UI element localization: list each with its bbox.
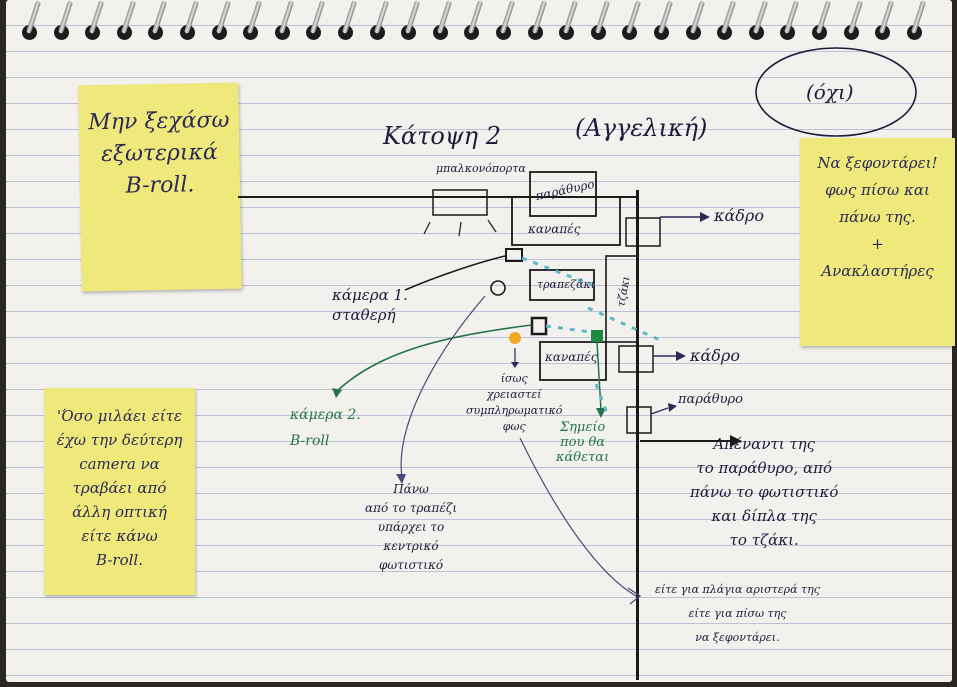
plan-subtitle: (Αγγελική) [575, 114, 708, 142]
camera-2-label: κάμερα 2. B-roll [290, 407, 361, 449]
sticky-note-text: 'Όσο μιλάει είτε έχω την δεύτερη camera … [56, 407, 183, 569]
camera-1-label: κάμερα 1. σταθερή [332, 286, 408, 324]
camera-2-icon [530, 316, 548, 336]
balcony-door-box [432, 189, 488, 216]
frame-bottom-box [618, 345, 654, 373]
sofa-top-label: καναπές [528, 222, 581, 236]
balcony-door-label: μπαλκονόπορτα [436, 162, 526, 175]
plan-title: Κάτοψη 2 [383, 122, 501, 150]
fireplace-box [605, 255, 638, 343]
person-marker-icon [591, 330, 603, 342]
sticky-note-text: Να ξεφοντάρει! φως πίσω και πάνω της. + … [817, 154, 938, 280]
sticky-note-right: Να ξεφοντάρει! φως πίσω και πάνω της. + … [800, 138, 955, 346]
fill-light-label: ίσως χρειαστεί συμπληρωματικό φως [466, 372, 563, 433]
frame-bottom-label: κάδρο [690, 346, 740, 365]
camera-1-icon [505, 248, 523, 262]
oval-label: (όχι) [806, 80, 854, 104]
window-right-label: παράθυρο [678, 392, 743, 407]
wall-line [636, 190, 639, 680]
frame-top-label: κάδρο [714, 206, 764, 225]
above-table-note: Πάνω από το τραπέζι υπάρχει το κεντρικό … [365, 482, 458, 572]
sticky-note-left-bottom: 'Όσο μιλάει είτε έχω την δεύτερη camera … [44, 388, 195, 595]
sofa-bottom-box [539, 341, 607, 381]
fill-light-icon [509, 332, 521, 344]
frame-top-box [625, 217, 661, 247]
opposite-note: Απέναντι της το παράθυρο, από πάνω το φω… [690, 435, 839, 549]
bottom-right-note: είτε για πλάγια αριστερά της είτε για πί… [655, 583, 820, 644]
oval-outline [755, 47, 917, 137]
sofa-bottom-label: καναπές [545, 350, 598, 364]
table-label: τραπεζάκι [537, 278, 596, 291]
seat-spot-label: Σημείο που θα κάθεται [556, 420, 610, 465]
window-right-box [626, 406, 652, 434]
window-top-box [529, 171, 597, 217]
sofa-top-box [511, 196, 621, 246]
ceiling-light-icon [490, 280, 506, 296]
